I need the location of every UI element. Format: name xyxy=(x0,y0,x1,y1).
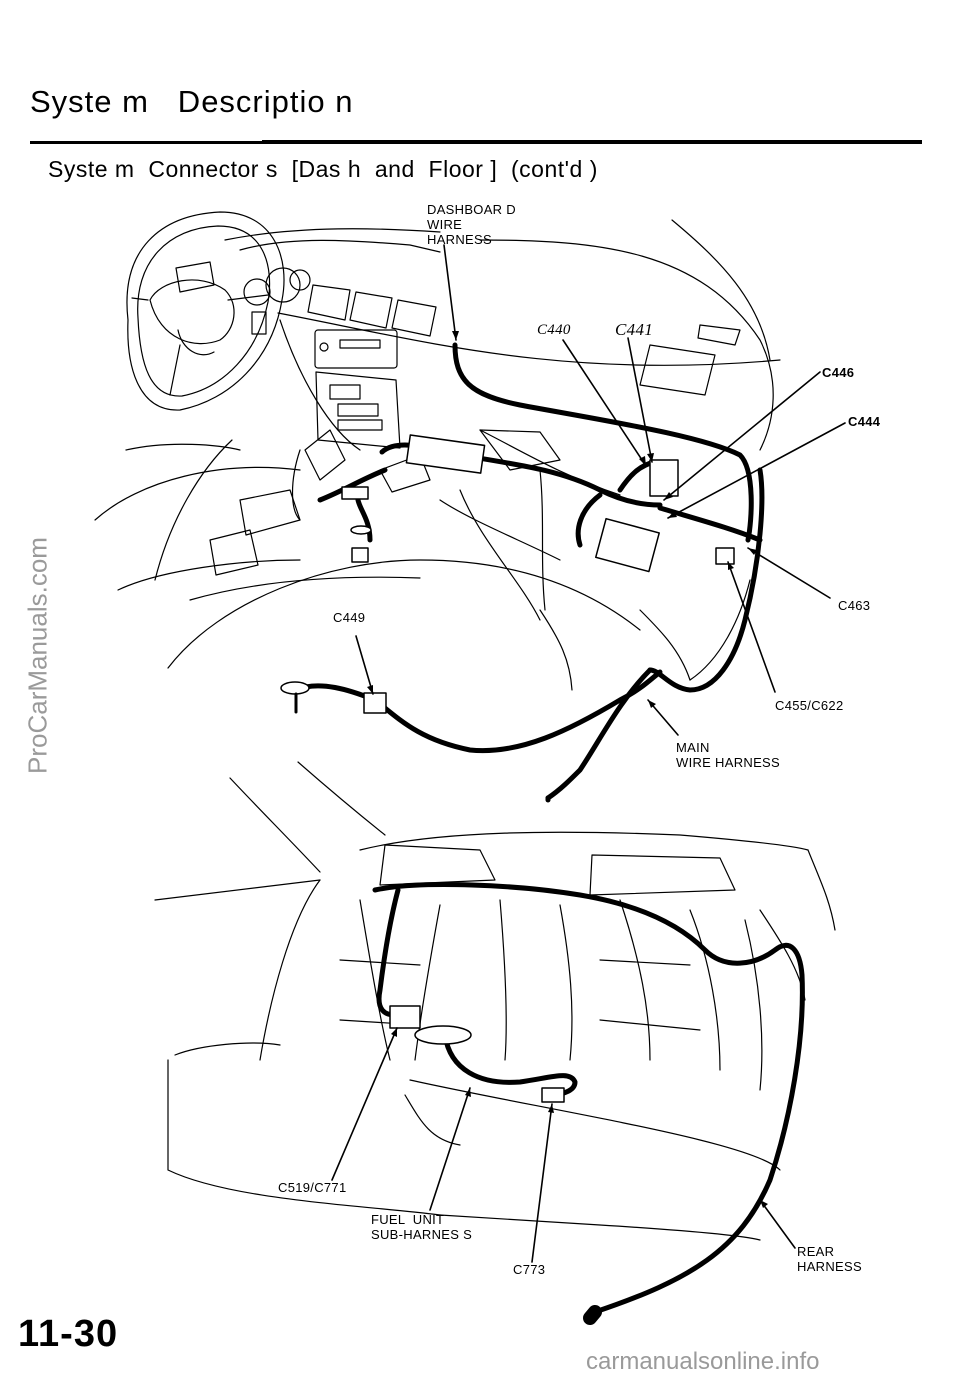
connector-c455 xyxy=(715,547,735,565)
callout-c441: C441 xyxy=(615,320,654,339)
title-rule-extension xyxy=(262,140,922,144)
callout-rear-harness: REAR HARNESS xyxy=(797,1244,862,1274)
connector-box xyxy=(594,517,660,573)
rear-harness-end xyxy=(583,1305,602,1325)
callout-c449: C449 xyxy=(333,610,366,625)
connector-c441 xyxy=(649,459,679,497)
callout-c455-c622: C455/C622 xyxy=(775,698,844,713)
instrument-cluster-drawing xyxy=(175,228,441,335)
rear-seat-area-drawing xyxy=(154,761,836,1241)
harness-lines xyxy=(292,342,805,1315)
front-seats-drawing xyxy=(94,439,751,691)
leader-arrowheads xyxy=(367,331,768,1208)
callout-c519-c771: C519/C771 xyxy=(278,1180,347,1195)
connector-console xyxy=(341,486,369,500)
watermark-procarmanuals: ProCarManuals.com xyxy=(22,537,53,774)
callout-fuel-unit-sub-harness: FUEL UNIT SUB-HARNES S xyxy=(371,1212,473,1242)
connector-c773 xyxy=(541,1087,565,1103)
connector-c449 xyxy=(363,692,387,714)
callout-c446: C446 xyxy=(822,365,855,380)
connector-c519 xyxy=(389,1005,421,1029)
section-title: Syste m Descriptio n xyxy=(30,84,354,119)
connector-blocks xyxy=(280,434,735,1103)
callout-c773: C773 xyxy=(513,1262,546,1277)
callout-main-wire-harness: MAIN WIRE HARNESS xyxy=(676,740,781,770)
subtitle: Syste m Connector s [Das h and Floor ] (… xyxy=(48,156,598,182)
connector-floor xyxy=(351,547,369,563)
fuel-unit-grommet xyxy=(414,1025,472,1045)
dashboard-outline-drawing xyxy=(277,219,781,496)
page-number: 11-30 xyxy=(18,1313,119,1355)
callout-dashboard-wire-harness: DASHBOAR D WIRE HARNESS xyxy=(427,202,516,247)
leader-lines xyxy=(331,244,846,1263)
center-console-drawing xyxy=(209,329,431,576)
callout-c444: C444 xyxy=(848,414,881,429)
callout-c440: C440 xyxy=(537,322,571,338)
callout-c463: C463 xyxy=(838,598,871,613)
vent-row-drawing xyxy=(307,284,437,337)
watermark-carmanualsonline: carmanualsonline.info xyxy=(586,1348,820,1375)
title-rule xyxy=(30,141,262,144)
steering-wheel-drawing xyxy=(126,211,285,411)
